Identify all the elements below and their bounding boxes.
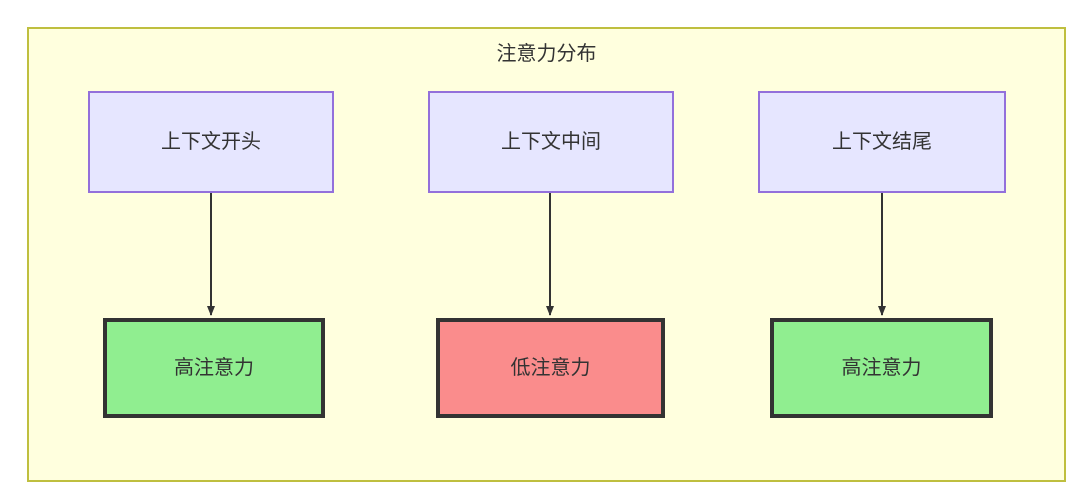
node-label: 上下文开头 [161,131,261,153]
node-attention-start[interactable]: 高注意力 [103,318,325,418]
subgraph-title: 注意力分布 [496,43,597,65]
node-context-end[interactable]: 上下文结尾 [758,91,1006,193]
node-label: 上下文中间 [501,131,601,153]
node-attention-middle[interactable]: 低注意力 [436,318,665,418]
node-label: 高注意力 [841,357,922,379]
node-attention-end[interactable]: 高注意力 [770,318,993,418]
node-context-start[interactable]: 上下文开头 [88,91,334,193]
node-context-middle[interactable]: 上下文中间 [428,91,674,193]
node-label: 上下文结尾 [832,131,932,153]
node-label: 低注意力 [510,357,591,379]
node-label: 高注意力 [174,357,254,379]
